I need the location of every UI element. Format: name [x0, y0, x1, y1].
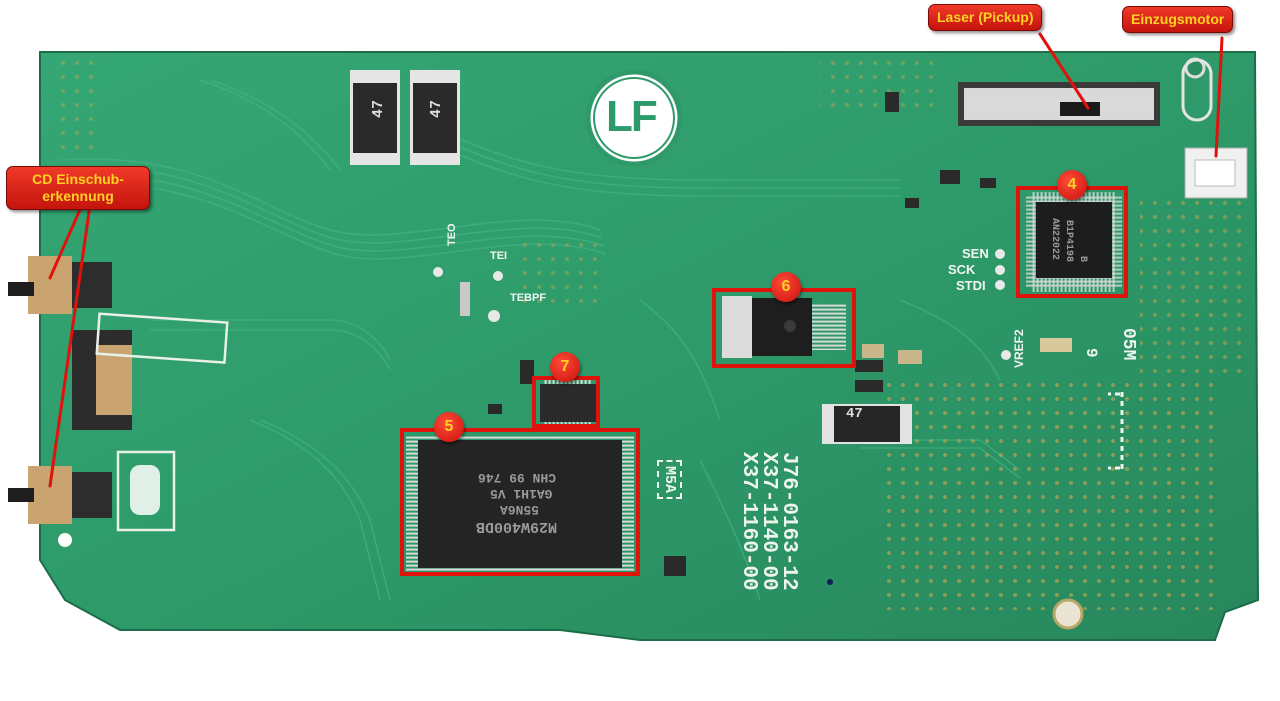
callout-cd-einschub-line1: CD Einschub- [32, 171, 124, 187]
silkscreen-outline [116, 450, 176, 532]
capacitor-marking: 47 [370, 99, 387, 118]
highlight-box-7 [532, 376, 600, 428]
silkscreen-outline [95, 312, 229, 364]
marker-4: 4 [1057, 170, 1087, 200]
revision-digit: 9 [1082, 348, 1100, 358]
marker-5: 5 [434, 412, 464, 442]
slot-outline [1181, 58, 1213, 122]
part-number-1: J76-0163-12 [777, 452, 800, 591]
capacitor-marking: 47 [428, 99, 445, 118]
mounting-hole [58, 533, 72, 547]
marker-6: 6 [771, 272, 801, 302]
lf-logo-text: LF [606, 92, 658, 141]
highlight-box-4 [1016, 186, 1128, 298]
test-point-tei-label: TEI [490, 250, 508, 262]
lf-logo-circle [585, 69, 683, 167]
laser-flex-connector [958, 82, 1160, 126]
via-field [880, 380, 1220, 610]
part-number-2: X37-1140-00 [757, 452, 780, 591]
callout-laser-pickup: Laser (Pickup) [928, 4, 1043, 31]
via-field [820, 60, 940, 110]
voltage-regulator [722, 296, 846, 358]
qfp-chip [1026, 192, 1122, 292]
callout-einzugsmotor: Einzugsmotor [1122, 6, 1234, 33]
via-field [1140, 200, 1250, 380]
revision-label: 05M [1118, 328, 1138, 361]
test-point-sen-label: SEN [962, 246, 989, 261]
mounting-hole [1052, 598, 1084, 630]
tantalum-capacitor [822, 404, 912, 444]
highlight-box-5 [400, 428, 640, 576]
part-number-3: X37-1160-00 [737, 452, 760, 591]
flash-chip [406, 436, 634, 572]
test-point-stdi-label: STDI [956, 278, 986, 293]
pcb-traces [59, 79, 1021, 601]
callout-cd-einschub-line2: erkennung [42, 188, 114, 204]
cd-detect-switch [8, 256, 112, 314]
callout-cd-einschub: CD Einschub- erkennung [6, 166, 150, 210]
capacitor-marking: 47 [846, 406, 863, 422]
m5a-label: M5A [657, 460, 682, 500]
test-point-teo-label: TEO [446, 223, 458, 246]
test-point-vref2-label: VREF2 [1012, 329, 1026, 368]
cd-detect-switch [8, 466, 112, 524]
test-point-sck-label: SCK [948, 262, 976, 277]
tantalum-capacitor [350, 70, 400, 165]
test-point-tebpf-label: TEBPF [510, 292, 547, 304]
via-field [60, 60, 100, 150]
test-points [433, 249, 1011, 360]
silkscreen-bracket [1108, 392, 1124, 470]
middle-switch [72, 330, 132, 430]
callout-lines [48, 32, 1224, 488]
marker-7: 7 [550, 352, 580, 382]
via-field [520, 240, 600, 310]
smd-components [460, 92, 1072, 576]
tantalum-capacitor [410, 70, 460, 165]
